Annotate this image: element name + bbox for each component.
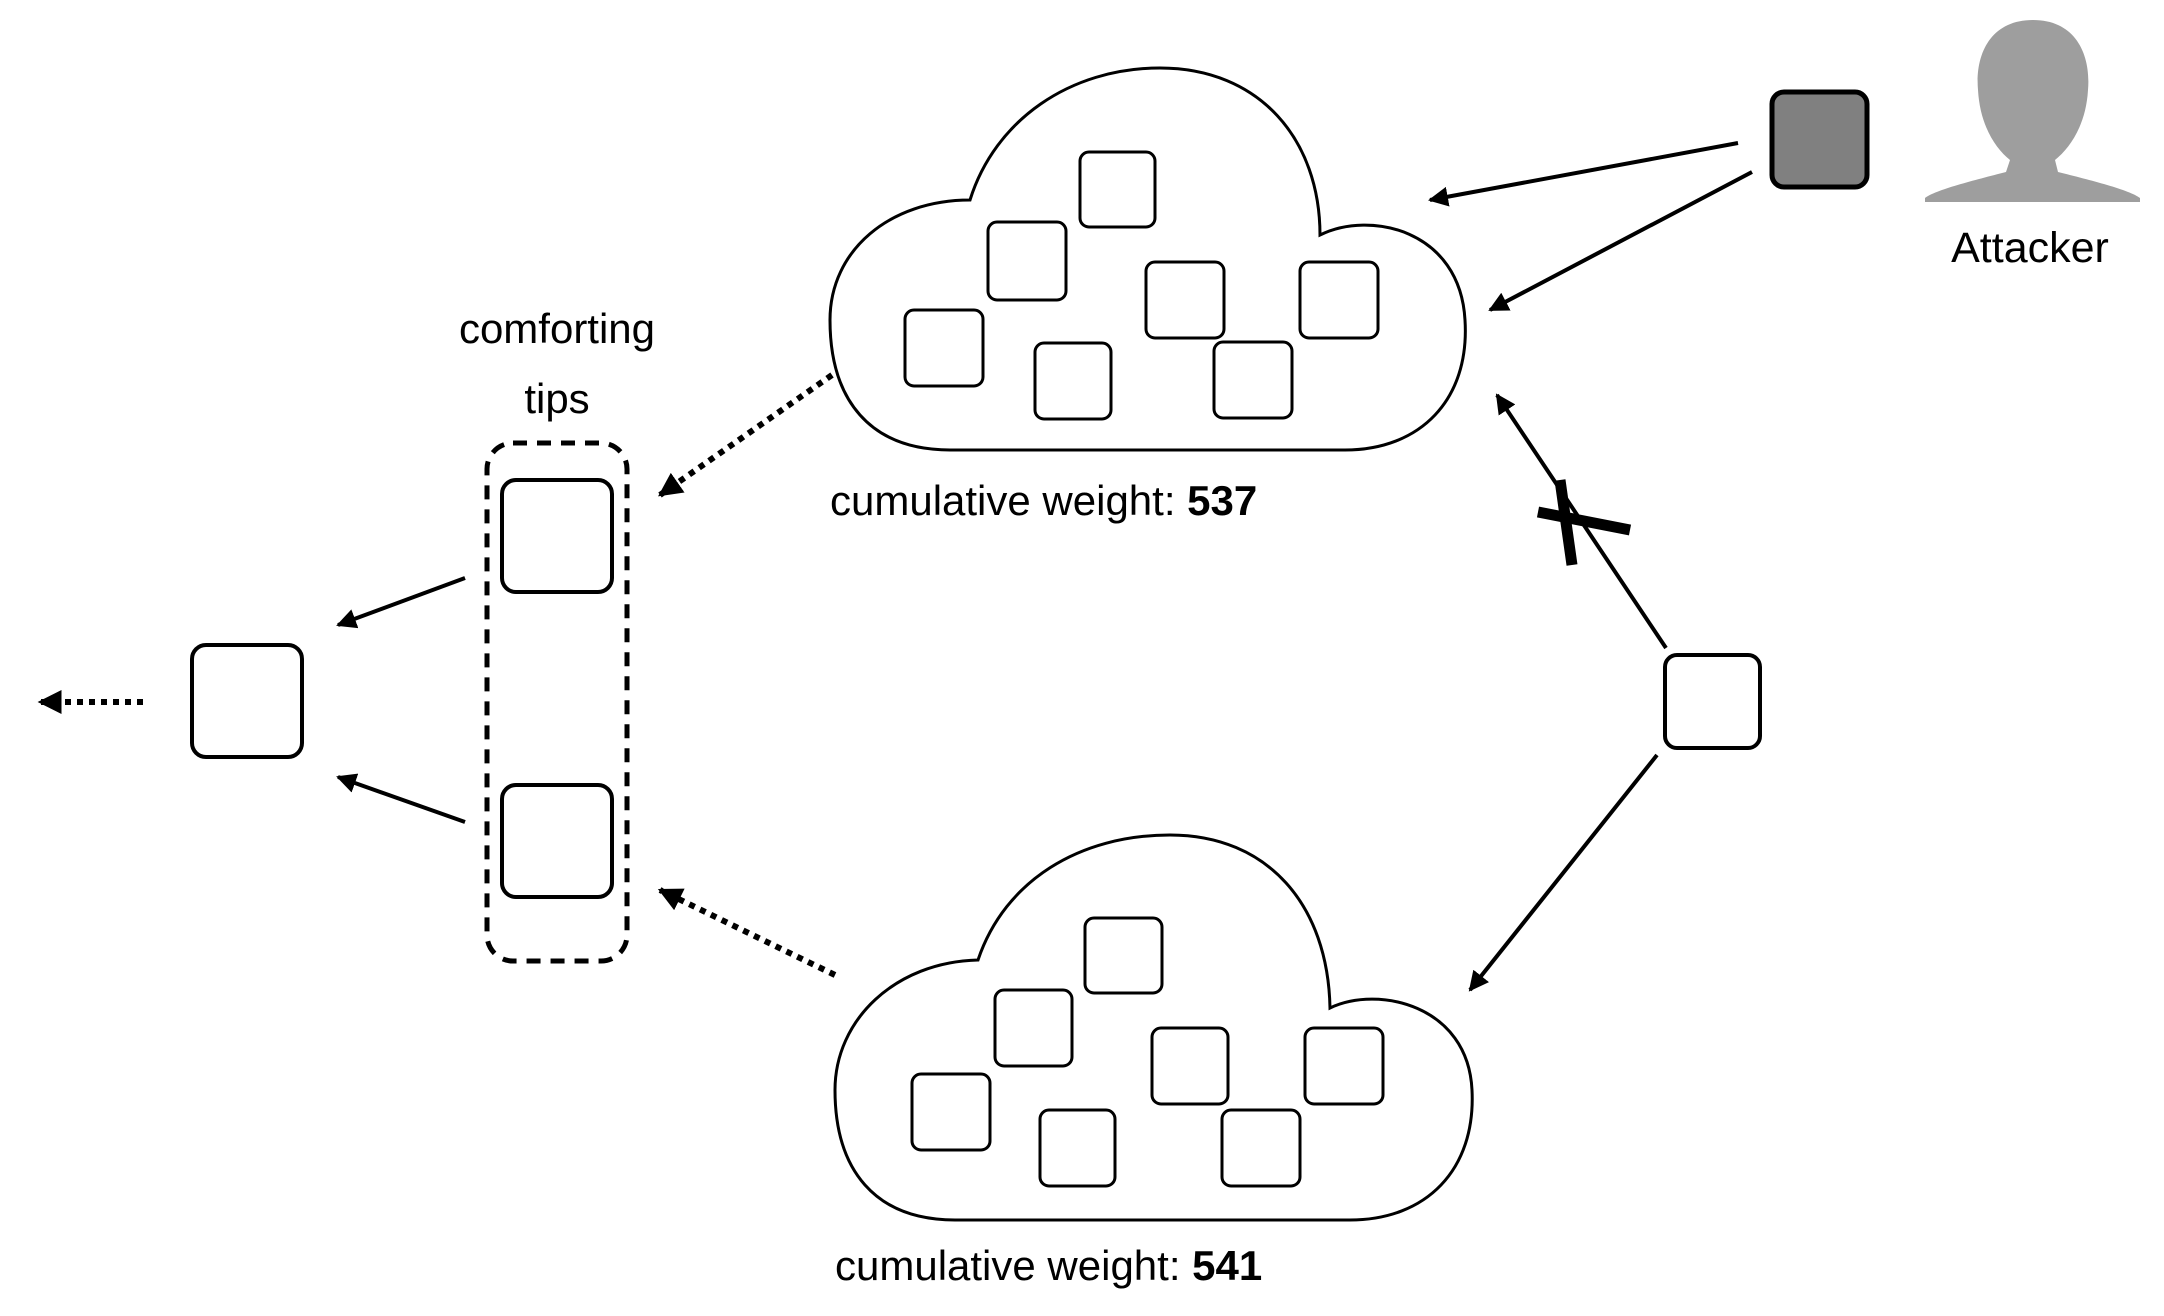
edge-new-tx-to-lower-cloud [1468,753,1659,992]
comforting-tip-lower [500,783,614,899]
lower-cloud-weight-value: 541 [1192,1242,1262,1289]
lower-cloud-transaction [1220,1108,1302,1188]
weight-prefix: cumulative weight: [835,1242,1181,1289]
lower-cloud-weight-label: cumulative weight: 541 [835,1242,1262,1289]
upper-cloud-transaction [1033,341,1113,421]
lower-cloud-transaction [1038,1108,1117,1188]
upper-cloud-transaction [1298,260,1380,340]
attacker-label: Attacker [1951,224,2109,272]
lower-cloud-transaction [1150,1026,1230,1106]
edge-upper-tip-to-approved [336,576,466,629]
lower-cloud-transaction [1083,916,1164,995]
blocked-edge-cross-icon [1536,479,1632,566]
upper-cloud-transaction [1144,260,1226,340]
upper-cloud [828,66,1467,452]
lower-cloud-transaction [910,1072,992,1152]
lower-cloud-transaction [1303,1026,1385,1106]
comforting-tips-label-line2: tips [524,375,589,422]
edge-attacker-to-upper-cloud-2 [1488,170,1753,312]
lower-cloud-transaction [993,988,1074,1068]
comforting-tips-label-line1: comforting [459,305,655,352]
upper-cloud-transaction [903,308,985,388]
weight-prefix: cumulative weight: [830,477,1176,524]
edge-lower-tip-to-approved [336,773,466,824]
lower-cloud [833,833,1474,1222]
upper-cloud-transaction [986,220,1068,302]
new-transaction [1663,653,1762,750]
upper-cloud-weight-label: cumulative weight: 537 [830,477,1257,524]
edge-lower-cloud-to-tip [657,887,837,978]
upper-cloud-transaction [1078,150,1157,229]
upper-cloud-weight-value: 537 [1187,477,1257,524]
approved-transaction [190,643,304,759]
edge-attacker-to-upper-cloud-1 [1428,141,1739,207]
edge-upper-cloud-to-tip [658,372,834,498]
lower-cloud-outline [833,833,1474,1222]
upper-cloud-transaction [1212,340,1294,420]
attacker-transaction [1769,89,1870,190]
upper-cloud-outline [828,66,1467,452]
comforting-tip-upper [500,478,614,594]
person-silhouette-icon [1925,20,2140,202]
comforting-tips-group [484,440,630,964]
